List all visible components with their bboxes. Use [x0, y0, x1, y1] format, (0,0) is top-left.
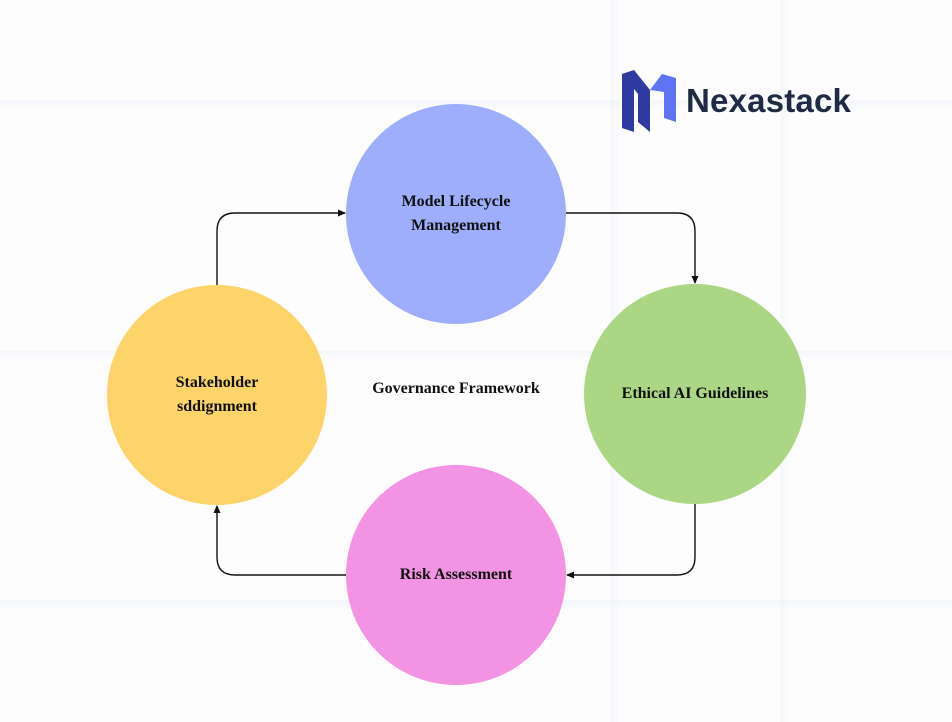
node-stakeholder-alignment: Stakeholder sddignment: [107, 285, 327, 505]
brand-name: Nexastack: [686, 82, 852, 119]
node-ethical-ai-guidelines: Ethical AI Guidelines: [584, 284, 806, 504]
node-risk-assessment: Risk Assessment: [346, 465, 566, 685]
node-label: Model Lifecycle Management: [401, 193, 511, 234]
node-label: Stakeholder sddignment: [175, 374, 259, 415]
connector-bottom-to-left: [213, 505, 346, 576]
connector-right-to-bottom: [566, 504, 696, 579]
node-label: Ethical AI Guidelines: [621, 385, 769, 402]
node-label: Risk Assessment: [399, 566, 513, 583]
node-model-lifecycle-management: Model Lifecycle Management: [346, 104, 566, 324]
connector-left-to-top: [216, 209, 346, 285]
connector-top-to-right: [566, 212, 699, 284]
nexastack-logo: Nexastack: [620, 70, 851, 132]
nexastack-logo-icon: [622, 70, 676, 132]
center-label: Governance Framework: [372, 380, 540, 397]
